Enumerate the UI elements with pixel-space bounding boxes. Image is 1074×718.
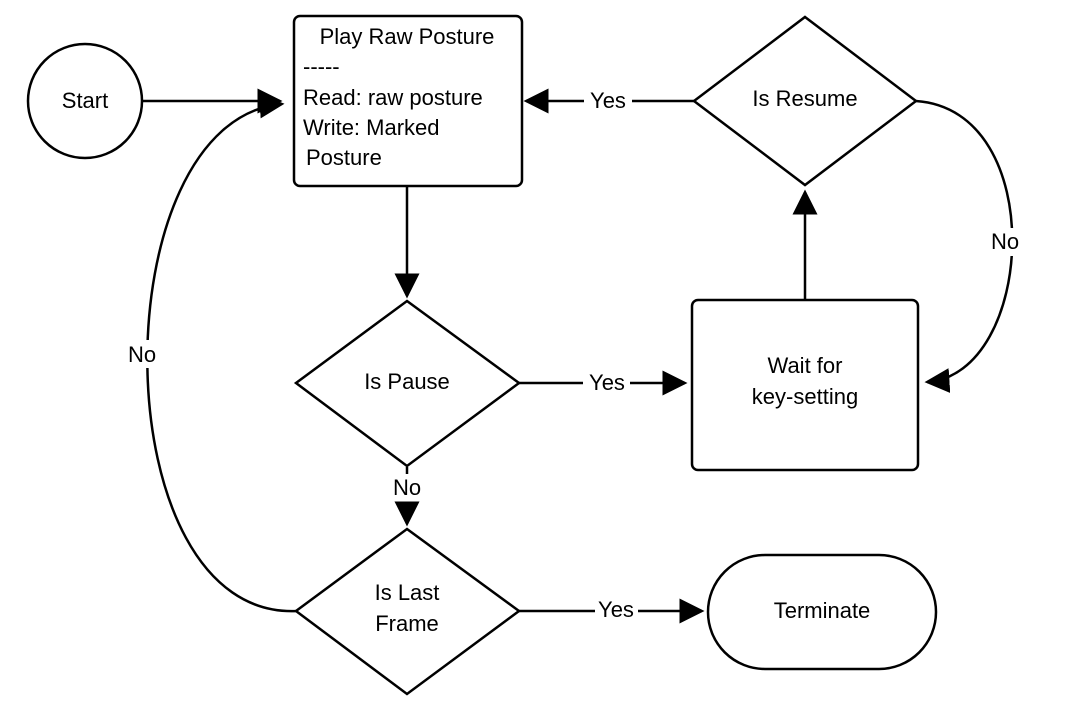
play-raw-posture-write-1: Write: Marked	[303, 115, 440, 140]
edge-last-no	[146, 93, 298, 613]
terminate-node: Terminate	[706, 553, 938, 671]
edge-label-resume-yes: Yes	[590, 88, 626, 113]
edge-label-last-yes: Yes	[598, 597, 634, 622]
play-raw-posture-divider: -----	[303, 54, 340, 79]
terminate-label: Terminate	[774, 598, 871, 623]
start-node: Start	[26, 42, 144, 160]
is-pause-label: Is Pause	[364, 369, 450, 394]
is-resume-label: Is Resume	[752, 86, 857, 111]
is-pause-decision: Is Pause	[293, 299, 522, 468]
play-raw-posture-title: Play Raw Posture	[320, 24, 495, 49]
wait-for-key-setting-node: Wait for key-setting	[690, 298, 920, 472]
wait-for-key-setting-line-2: key-setting	[752, 384, 858, 409]
edge-label-last-no: No	[128, 342, 156, 367]
edge-label-pause-yes: Yes	[589, 370, 625, 395]
is-resume-decision: Is Resume	[691, 15, 919, 187]
is-last-frame-decision: Is Last Frame	[293, 527, 522, 696]
edge-label-pause-no: No	[393, 475, 421, 500]
edge-label-resume-no: No	[991, 229, 1019, 254]
play-raw-posture-node: Play Raw Posture ----- Read: raw posture…	[292, 14, 524, 188]
wait-for-key-setting-line-1: Wait for	[768, 353, 843, 378]
start-label: Start	[62, 88, 108, 113]
play-raw-posture-write-2: Posture	[306, 145, 382, 170]
is-last-frame-line-2: Frame	[375, 611, 439, 636]
play-raw-posture-read: Read: raw posture	[303, 85, 483, 110]
is-last-frame-line-1: Is Last	[375, 580, 440, 605]
